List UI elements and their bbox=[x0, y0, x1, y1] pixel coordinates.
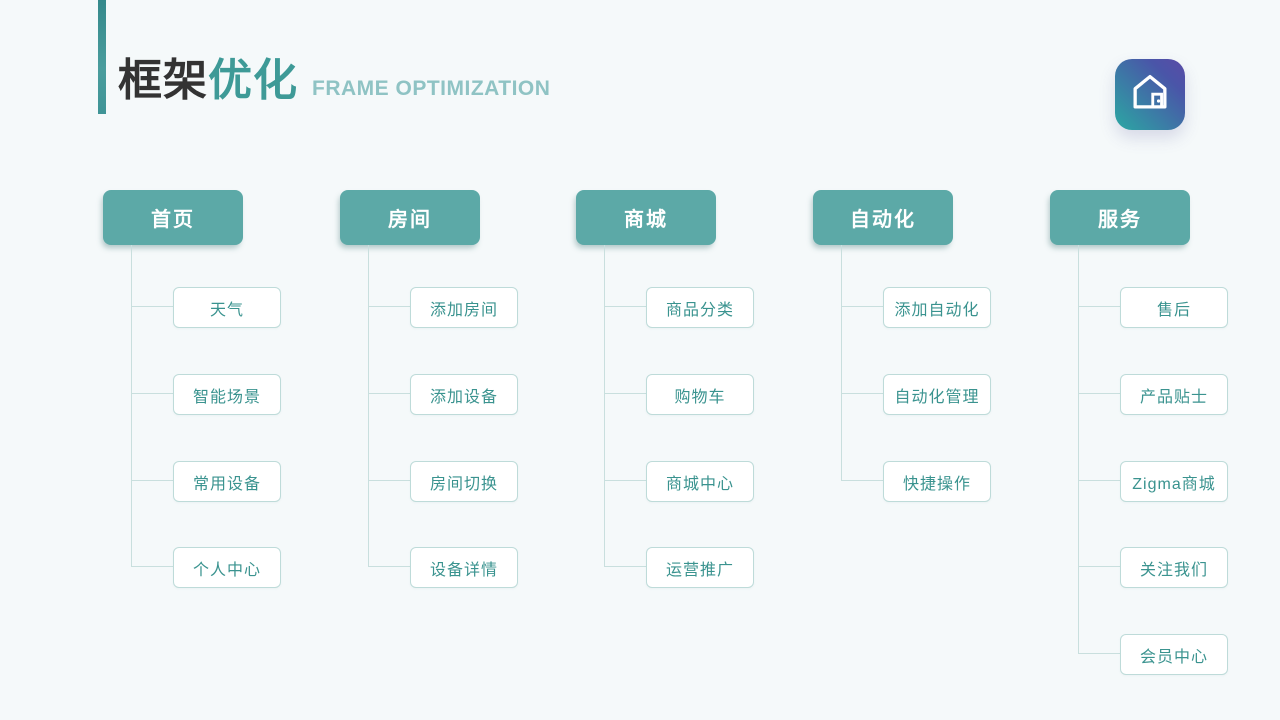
page-title-zh-accent: 优化 bbox=[208, 56, 298, 105]
connector-line bbox=[841, 306, 883, 307]
connector-line bbox=[368, 393, 410, 394]
connector-line bbox=[131, 245, 132, 566]
connector-line bbox=[604, 480, 646, 481]
connector-line bbox=[1078, 306, 1120, 307]
page-subtitle-en: FRAME OPTIMIZATION bbox=[312, 77, 551, 100]
connector-line bbox=[604, 306, 646, 307]
connector-line bbox=[1078, 653, 1120, 654]
tree-root-node: 服务 bbox=[1050, 190, 1190, 245]
tree-child-node: 运营推广 bbox=[646, 547, 754, 588]
tree-child-node: 添加自动化 bbox=[883, 287, 991, 328]
connector-line bbox=[368, 306, 410, 307]
page-title: 框架优化 FRAME OPTIMIZATION bbox=[118, 56, 550, 107]
tree-child-node: 个人中心 bbox=[173, 547, 281, 588]
connector-line bbox=[1078, 480, 1120, 481]
tree-child-node: 售后 bbox=[1120, 287, 1228, 328]
tree-child-node: 天气 bbox=[173, 287, 281, 328]
connector-line bbox=[604, 393, 646, 394]
tree-child-node: 关注我们 bbox=[1120, 547, 1228, 588]
tree-child-node: Zigma商城 bbox=[1120, 461, 1228, 502]
tree-root-node: 自动化 bbox=[813, 190, 953, 245]
tree-root-node: 首页 bbox=[103, 190, 243, 245]
connector-line bbox=[368, 245, 369, 566]
connector-line bbox=[1078, 566, 1120, 567]
tree-child-node: 自动化管理 bbox=[883, 374, 991, 415]
connector-line bbox=[131, 480, 173, 481]
connector-line bbox=[131, 393, 173, 394]
connector-line bbox=[1078, 393, 1120, 394]
tree-child-node: 会员中心 bbox=[1120, 634, 1228, 675]
connector-line bbox=[368, 480, 410, 481]
tree-child-node: 常用设备 bbox=[173, 461, 281, 502]
connector-line bbox=[841, 480, 883, 481]
tree-child-node: 添加设备 bbox=[410, 374, 518, 415]
home-icon bbox=[1128, 70, 1172, 119]
tree-child-node: 添加房间 bbox=[410, 287, 518, 328]
connector-line bbox=[1078, 245, 1079, 653]
title-accent-bar bbox=[98, 0, 106, 114]
page-title-zh-primary: 框架 bbox=[118, 56, 208, 105]
tree-child-node: 智能场景 bbox=[173, 374, 281, 415]
tree-root-node: 房间 bbox=[340, 190, 480, 245]
tree-child-node: 产品贴士 bbox=[1120, 374, 1228, 415]
tree-child-node: 设备详情 bbox=[410, 547, 518, 588]
tree-child-node: 房间切换 bbox=[410, 461, 518, 502]
connector-line bbox=[604, 566, 646, 567]
tree-child-node: 商品分类 bbox=[646, 287, 754, 328]
app-logo bbox=[1115, 59, 1185, 130]
page-title-zh: 框架优化 bbox=[118, 56, 298, 107]
connector-line bbox=[841, 393, 883, 394]
connector-line bbox=[841, 245, 842, 480]
tree-root-node: 商城 bbox=[576, 190, 716, 245]
connector-line bbox=[604, 245, 605, 566]
connector-line bbox=[131, 566, 173, 567]
connector-line bbox=[368, 566, 410, 567]
tree-child-node: 快捷操作 bbox=[883, 461, 991, 502]
tree-child-node: 商城中心 bbox=[646, 461, 754, 502]
connector-line bbox=[131, 306, 173, 307]
tree-child-node: 购物车 bbox=[646, 374, 754, 415]
